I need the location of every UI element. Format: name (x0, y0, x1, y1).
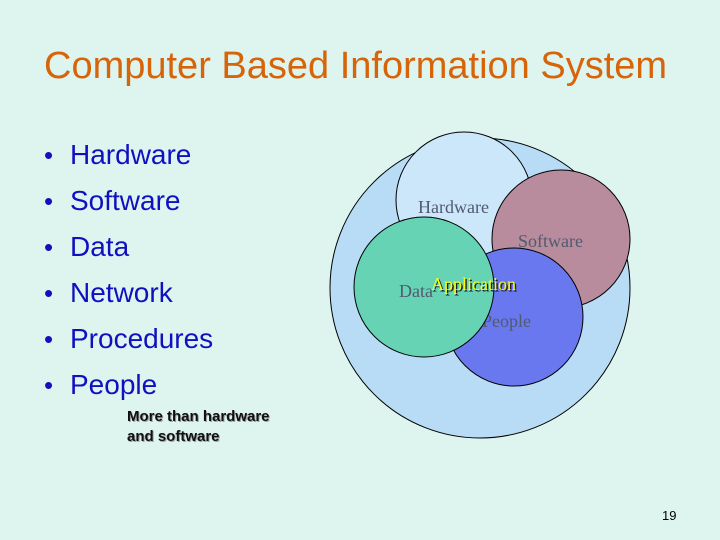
bullet-dot-icon: • (44, 231, 54, 262)
bullet-list: • Hardware • Software • Data • Network • Proc… (44, 132, 213, 408)
bullet-item-people: • People (44, 362, 213, 408)
note-callout: More than hardware and software (127, 407, 270, 447)
bullet-text: Software (70, 185, 181, 216)
bullet-dot-icon: • (44, 139, 54, 170)
page-number: 19 (662, 508, 677, 523)
bullet-text: People (70, 369, 158, 400)
bullet-dot-icon: • (44, 369, 54, 400)
label-hardware: Hardware (418, 197, 489, 217)
label-people: People (482, 311, 531, 331)
bullet-item-procedures: • Procedures (44, 316, 213, 362)
bullet-text: Network (70, 277, 173, 308)
slide-title: Computer Based Information System (44, 45, 668, 87)
label-application: Application (431, 274, 516, 294)
bullet-item-software: • Software (44, 178, 213, 224)
note-line-1: More than hardware (127, 408, 270, 425)
label-application-shadow: Application (433, 276, 518, 296)
circle-data (353, 216, 495, 358)
bullet-text: Data (70, 231, 130, 262)
label-data: Data (399, 281, 433, 301)
bullet-text: Hardware (70, 139, 192, 170)
bullet-dot-icon: • (44, 277, 54, 308)
bullet-item-hardware: • Hardware (44, 132, 213, 178)
bullet-text: Procedures (70, 323, 214, 354)
label-software: Software (518, 231, 583, 251)
note-line-2: and software (127, 428, 220, 445)
bullet-item-network: • Network (44, 270, 213, 316)
bullet-item-data: • Data (44, 224, 213, 270)
bullet-dot-icon: • (44, 323, 54, 354)
bullet-dot-icon: • (44, 185, 54, 216)
